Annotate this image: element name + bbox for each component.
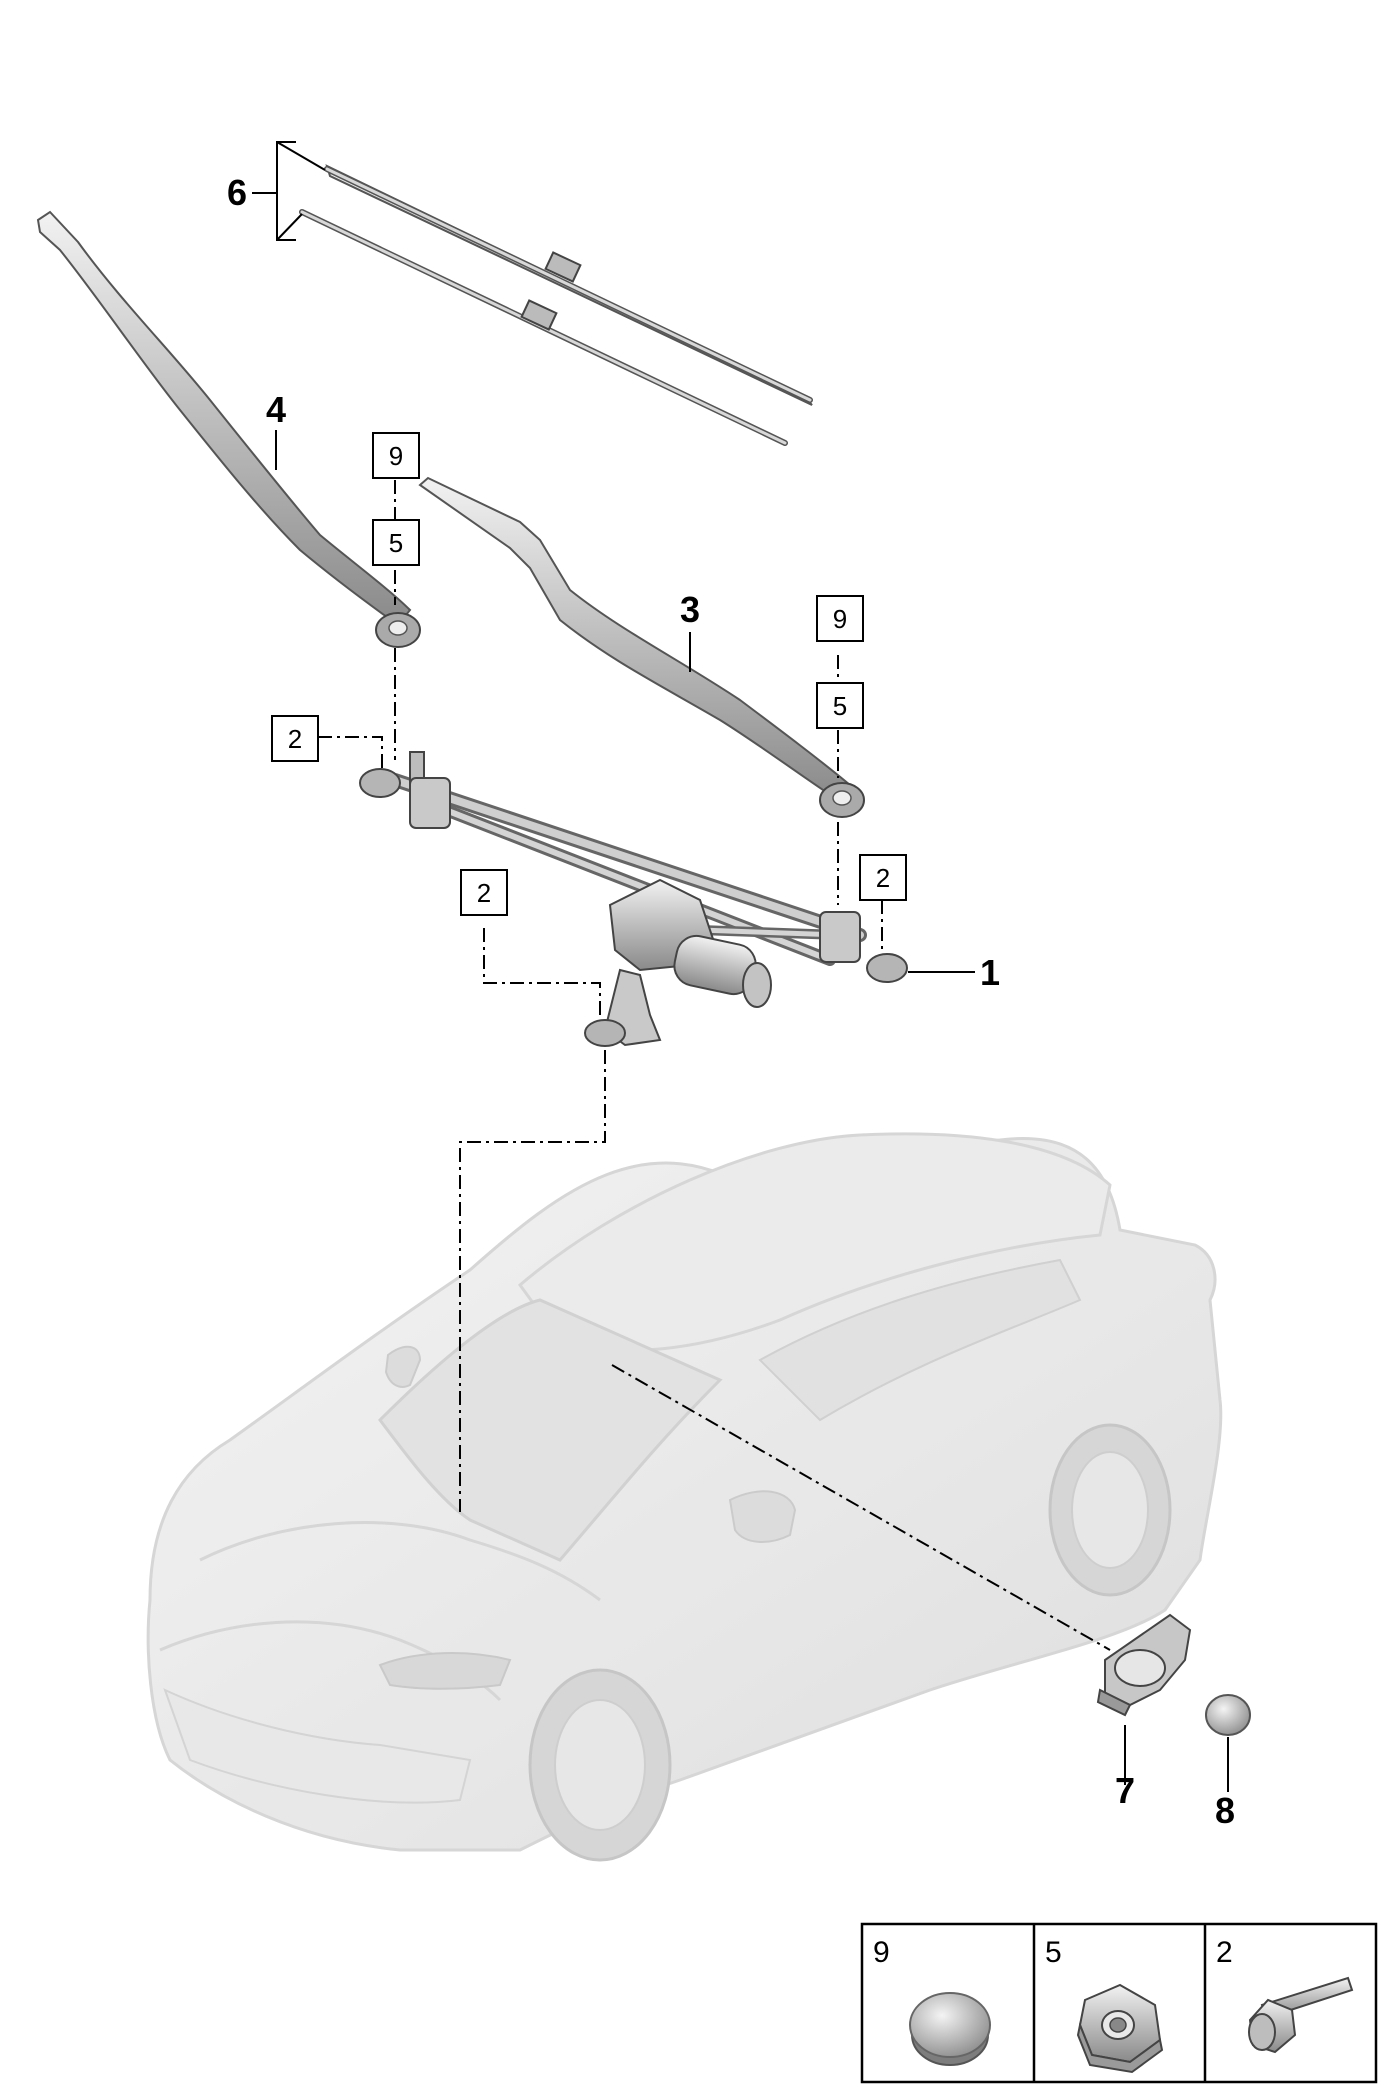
cap-icon [909,1992,991,2066]
ref-box-label: 9 [389,441,403,471]
left-wiper-arm [36,210,421,648]
ref-box-5-left: 5 [372,519,420,566]
legend-label-9: 9 [873,1936,890,1969]
rain-sensor [1096,1613,1192,1717]
callout-8: 8 [1215,1790,1235,1831]
wiper-blade-pair [299,164,813,446]
callout-7: 7 [1115,1770,1135,1811]
ref-box-9-right: 9 [816,595,864,642]
legend-label-5: 5 [1045,1936,1062,1969]
ref-box-5-right: 5 [816,682,864,729]
small-parts-legend: 9 5 2 [860,1922,1378,2084]
leader-lines [252,141,1229,1792]
ref-box-2-left: 2 [271,715,319,762]
sensor-cover [1205,1694,1251,1736]
vehicle-silhouette [146,1132,1223,1862]
ref-box-label: 5 [389,528,403,558]
ref-box-label: 9 [833,604,847,634]
dash-dot-guides [318,480,1111,1651]
right-wiper-arm [418,476,865,818]
ref-box-label: 2 [477,878,491,908]
ref-box-label: 2 [876,863,890,893]
callout-1: 1 [980,952,1000,993]
ref-box-label: 5 [833,691,847,721]
callout-3: 3 [680,589,700,630]
ref-box-2-right: 2 [859,854,907,901]
wiper-linkage-motor [359,751,908,1047]
ref-box-2-middle: 2 [460,869,508,916]
ref-box-label: 2 [288,724,302,754]
bolt-icon [1248,1976,1354,2054]
hex-nut-icon [1076,1983,1164,2074]
legend-label-2: 2 [1216,1936,1233,1969]
callout-6: 6 [227,172,247,213]
ref-box-9-left: 9 [372,432,420,479]
callout-4: 4 [266,389,286,430]
